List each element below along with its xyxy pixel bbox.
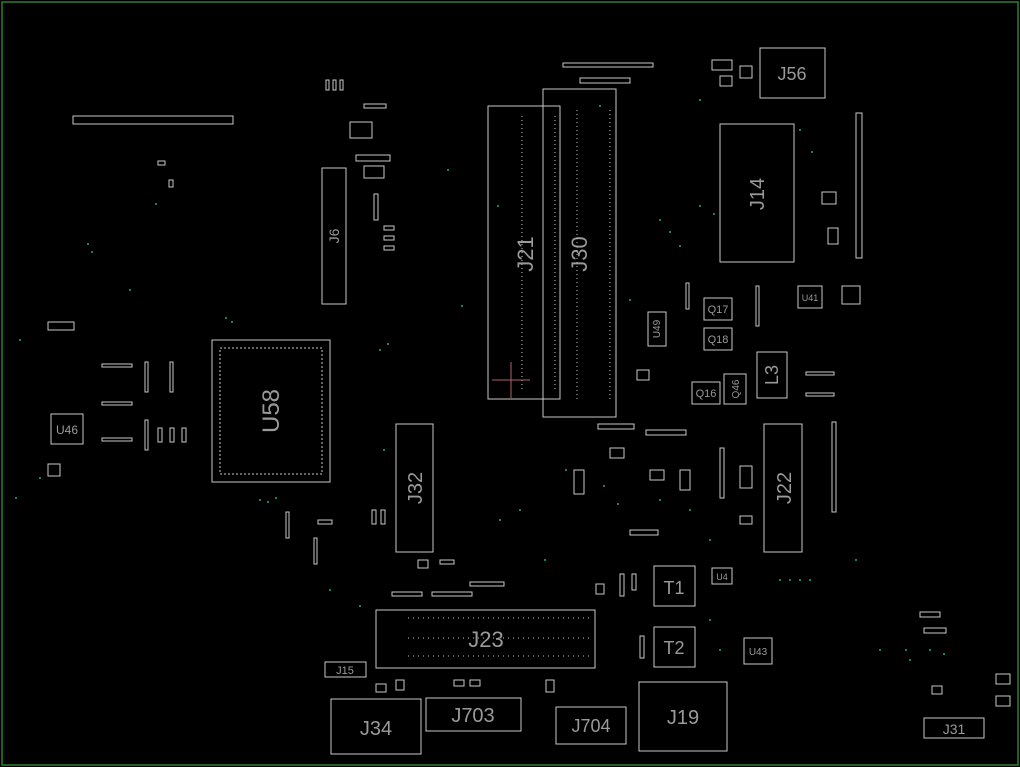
connector-j15-label: J15	[336, 665, 354, 677]
transformer-t1[interactable]: T1	[653, 565, 696, 607]
connector-j21[interactable]: J21	[487, 105, 561, 400]
connector-j22[interactable]: J22	[763, 423, 803, 553]
transformer-t1-label: T1	[663, 578, 684, 598]
connector-j19-label: J19	[667, 707, 699, 729]
connector-j703[interactable]: J703	[425, 697, 522, 732]
chip-u41[interactable]: U41	[797, 285, 823, 309]
connector-j19[interactable]: J19	[638, 681, 728, 752]
transistor-q17-label: Q17	[708, 304, 729, 316]
chip-u58-label: U58	[258, 389, 285, 433]
connector-j23-label: J23	[468, 627, 503, 652]
chip-u46-label: U46	[56, 423, 78, 437]
inductor-l3-label: L3	[762, 365, 782, 385]
connector-j14-label: J14	[747, 178, 769, 210]
via-cluster	[15, 99, 945, 661]
connector-j34-label: J34	[360, 718, 392, 740]
chip-u46[interactable]: U46	[50, 413, 84, 445]
connector-j704-label: J704	[571, 716, 610, 736]
chip-u49-label: U49	[652, 319, 663, 338]
chip-u4[interactable]: U4	[711, 567, 733, 585]
transistor-q18-label: Q18	[708, 334, 729, 346]
chip-u58[interactable]: U58	[211, 339, 331, 483]
connector-j30[interactable]: J30	[542, 88, 617, 418]
transistor-q16-label: Q16	[696, 388, 717, 400]
connector-j32[interactable]: J32	[395, 423, 434, 553]
connector-j6-label: J6	[326, 228, 342, 243]
transformer-t2[interactable]: T2	[653, 626, 696, 668]
connector-j31[interactable]: J31	[923, 717, 985, 739]
chip-u41-label: U41	[802, 293, 819, 303]
connector-j34[interactable]: J34	[330, 698, 422, 755]
transistor-q17[interactable]: Q17	[703, 297, 733, 321]
chip-u43[interactable]: U43	[743, 637, 773, 665]
inductor-l3[interactable]: L3	[756, 351, 788, 399]
connector-j30-label: J30	[567, 236, 592, 271]
connector-j6[interactable]: J6	[321, 167, 347, 305]
origin-marker	[492, 362, 530, 398]
connector-j22-label: J22	[774, 472, 796, 504]
connector-j21-label: J21	[513, 236, 538, 271]
transistor-q16[interactable]: Q16	[691, 381, 721, 405]
connector-j31-label: J31	[943, 721, 966, 737]
connector-j56-label: J56	[777, 64, 806, 84]
transistor-q18[interactable]: Q18	[703, 327, 733, 351]
transistor-q46[interactable]: Q46	[723, 373, 747, 405]
connector-j703-label: J703	[451, 705, 494, 727]
connector-j14[interactable]: J14	[719, 123, 795, 263]
chip-u43-label: U43	[749, 647, 768, 658]
connector-j704[interactable]: J704	[555, 706, 627, 745]
transistor-q46-label: Q46	[731, 379, 742, 398]
transformer-t2-label: T2	[663, 638, 684, 658]
connector-j32-label: J32	[405, 472, 427, 504]
connector-j56[interactable]: J56	[759, 47, 826, 99]
chip-u4-label: U4	[716, 572, 728, 582]
chip-u49[interactable]: U49	[647, 311, 667, 347]
connector-j23[interactable]: J23	[375, 609, 596, 669]
connector-j15[interactable]: J15	[324, 661, 367, 678]
